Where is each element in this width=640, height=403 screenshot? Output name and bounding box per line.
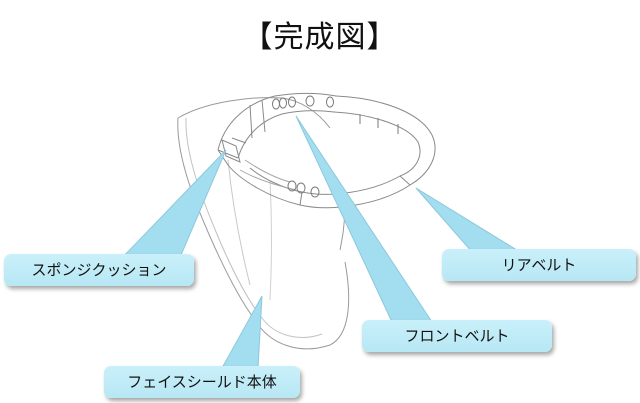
callout-rear-belt-label: リアベルト	[501, 256, 577, 274]
callout-face-shield-body-label: フェイスシールド本体	[127, 373, 277, 391]
callout-pointer-shield-body	[221, 295, 263, 369]
belt-holes	[272, 95, 399, 198]
front-belt-outline	[217, 92, 337, 159]
callout-face-shield-body: フェイスシールド本体	[104, 366, 300, 398]
callout-rear-belt: リアベルト	[442, 249, 636, 281]
shield-body-outline	[177, 97, 350, 350]
callout-sponge-cushion: スポンジクッション	[4, 254, 194, 286]
rear-belt-outline	[217, 95, 436, 209]
callout-front-belt-label: フロントベルト	[404, 327, 510, 345]
callout-front-belt: フロントベルト	[362, 320, 552, 352]
callout-pointer-rear-belt	[415, 187, 522, 253]
callout-pointer-sponge	[116, 149, 227, 263]
callout-sponge-cushion-label: スポンジクッション	[31, 261, 167, 279]
callout-pointer-front-belt	[295, 115, 433, 323]
page-title: 【完成図】	[242, 20, 398, 55]
